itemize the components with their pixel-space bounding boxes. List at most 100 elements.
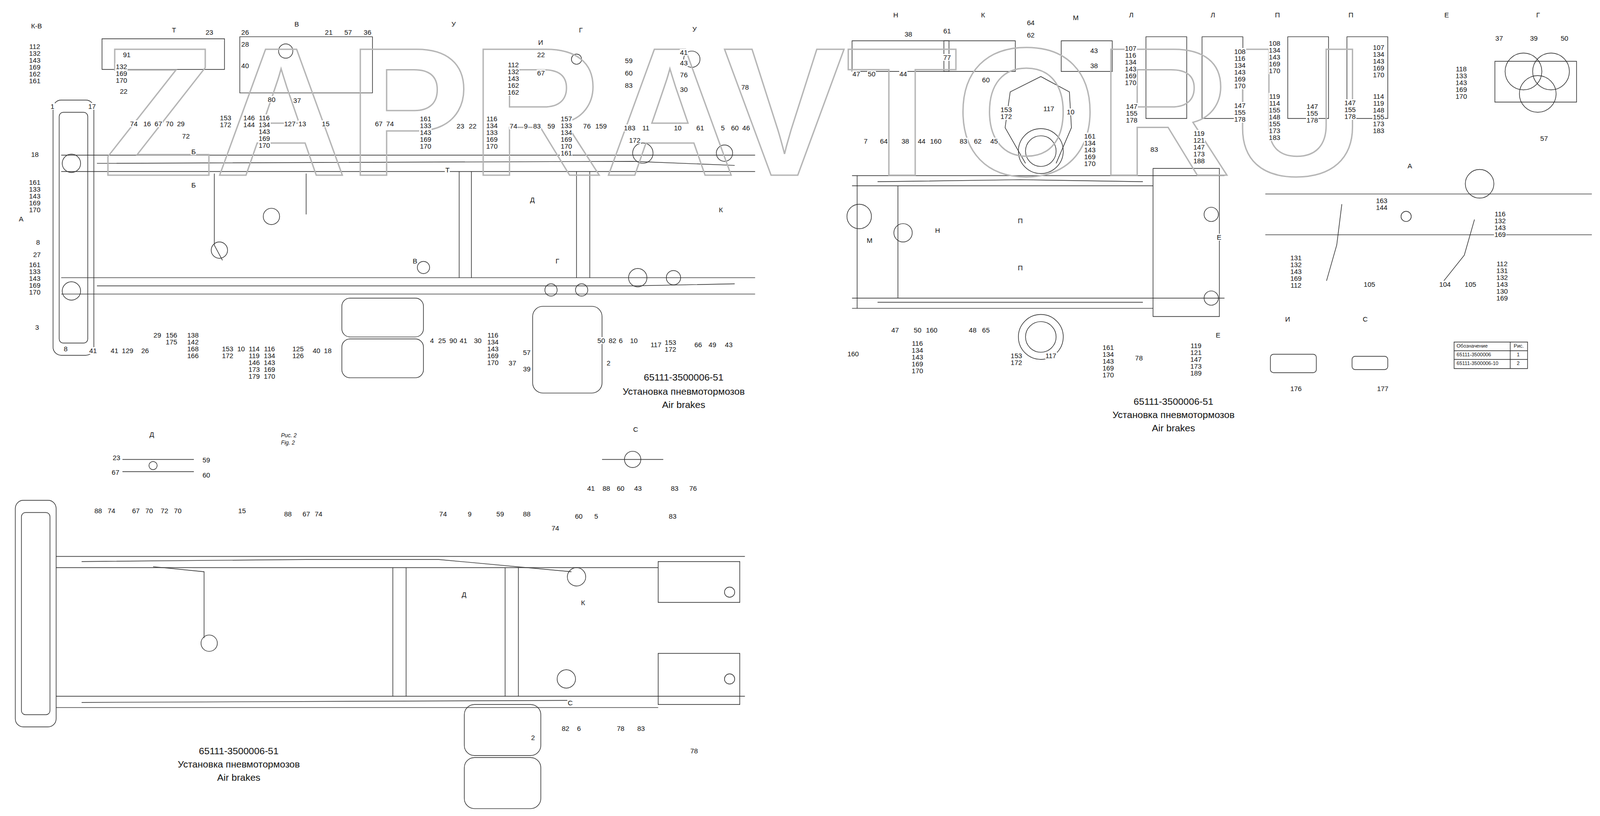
frame-line [122, 458, 194, 460]
callout-number: 83 [636, 724, 646, 732]
callout-number: 26 [140, 346, 150, 354]
callout-stack: 147 155 178 [1125, 102, 1138, 124]
brake-component [544, 283, 558, 297]
callout-number: 70 [144, 506, 154, 514]
part-outline [341, 338, 424, 378]
callout-number: 26 [240, 28, 250, 36]
callout-stack: 119 121 147 173 189 [1189, 341, 1203, 377]
callout-number: К [580, 598, 586, 606]
brake-component [1465, 169, 1494, 199]
frame-line [405, 567, 407, 696]
frame-line [1454, 358, 1528, 360]
callout-number: 18 [323, 346, 333, 354]
callout-number: 60 [616, 484, 625, 492]
callout-number: 50 [1560, 34, 1569, 42]
callout-number: 15 [321, 120, 331, 128]
frame-line [61, 277, 756, 278]
frame-line [56, 555, 746, 557]
callout-number: 64 [1026, 19, 1036, 27]
callout-number: 47 [852, 70, 861, 78]
callout-number: 74 [509, 122, 518, 130]
callout-number: 38 [1089, 62, 1099, 70]
callout-number: 83 [670, 484, 680, 492]
callout-stack: 116 134 143 169 170 [258, 114, 271, 149]
callout-number: 117 [1042, 105, 1055, 112]
callout-number: К [718, 206, 724, 214]
callout-number: 5 [720, 124, 726, 132]
callout-number: 83 [532, 122, 542, 130]
callout-stack: 107 134 143 169 170 [1372, 43, 1385, 79]
callout-stack: 112 132 143 162 162 [506, 61, 520, 96]
callout-stack: 153 172 [221, 345, 234, 359]
callout-number: 21 [324, 28, 334, 36]
callout-number: 41 [679, 48, 689, 56]
brake-component [201, 634, 218, 651]
callout-number: Л [1210, 11, 1216, 19]
callout-number: 176 [1289, 384, 1302, 392]
callout-stack: 116 134 133 169 170 [485, 115, 499, 150]
callout-number: Б [190, 148, 197, 155]
callout-number: Б [190, 181, 197, 189]
callout-number: Е [1215, 331, 1222, 339]
assembly-caption: 65111-3500006-51 [643, 371, 724, 383]
frame-line [1326, 203, 1342, 281]
part-outline [464, 704, 541, 756]
callout-number: 70 [165, 120, 175, 128]
callout-number: 10 [1066, 108, 1076, 116]
callout-number: 9 [523, 122, 528, 130]
callout-number: К-В [30, 22, 43, 30]
callout-stack: 163 144 [1375, 197, 1388, 211]
brake-component [263, 208, 280, 225]
callout-number: У [451, 20, 457, 28]
callout-number: 160 [925, 326, 939, 334]
callout-number: 29 [176, 120, 186, 128]
part-outline [58, 112, 88, 343]
callout-number: С [567, 698, 574, 706]
frame-line [61, 293, 756, 294]
callout-number: 10 [236, 345, 246, 352]
callout-number: 60 [574, 512, 584, 520]
brake-component [1519, 75, 1557, 112]
callout-number: 6 [618, 336, 624, 344]
callout-number: 41 [110, 346, 119, 354]
callout-number: 22 [468, 122, 478, 130]
frame-line [1443, 219, 1475, 281]
callout-number: 76 [688, 484, 698, 492]
part-outline [1454, 341, 1528, 369]
callout-number: 65 [981, 326, 991, 334]
callout-number: П [1017, 217, 1024, 224]
frame-line [517, 567, 519, 696]
callout-number: 36 [363, 28, 373, 36]
callout-stack: 131 132 143 169 112 [1289, 254, 1302, 289]
callout-number: Г [1535, 11, 1541, 19]
brake-component [211, 241, 228, 259]
callout-number: 11 [641, 124, 651, 132]
brake-component [417, 261, 430, 274]
callout-number: Д [461, 590, 467, 598]
callout-number: 67 [131, 506, 141, 514]
callout-number: 23 [205, 28, 214, 36]
callout-stack: 153 172 [219, 114, 232, 128]
brake-component [1204, 290, 1219, 305]
frame-line [96, 283, 735, 286]
callout-stack: 116 134 143 169 170 [263, 345, 276, 380]
frame-line [56, 706, 659, 708]
brake-component [62, 154, 81, 173]
table-cell: Обозначение [1456, 342, 1488, 349]
callout-stack: 116 134 143 169 170 [911, 339, 924, 374]
assembly-caption: Air brakes [216, 771, 262, 783]
callout-number: Т [171, 26, 177, 34]
callout-number: 74 [314, 510, 324, 518]
callout-number: 30 [679, 85, 689, 93]
callout-number: 59 [624, 57, 634, 64]
callout-number: 105 [1464, 280, 1477, 288]
part-outline [15, 500, 56, 727]
callout-number: 9 [467, 510, 472, 518]
callout-number: 70 [173, 506, 183, 514]
callout-number: 67 [536, 69, 546, 77]
callout-number: 67 [154, 120, 163, 128]
callout-number: 61 [695, 124, 705, 132]
callout-number: 104 [1438, 280, 1451, 288]
callout-number: Г [578, 26, 584, 34]
